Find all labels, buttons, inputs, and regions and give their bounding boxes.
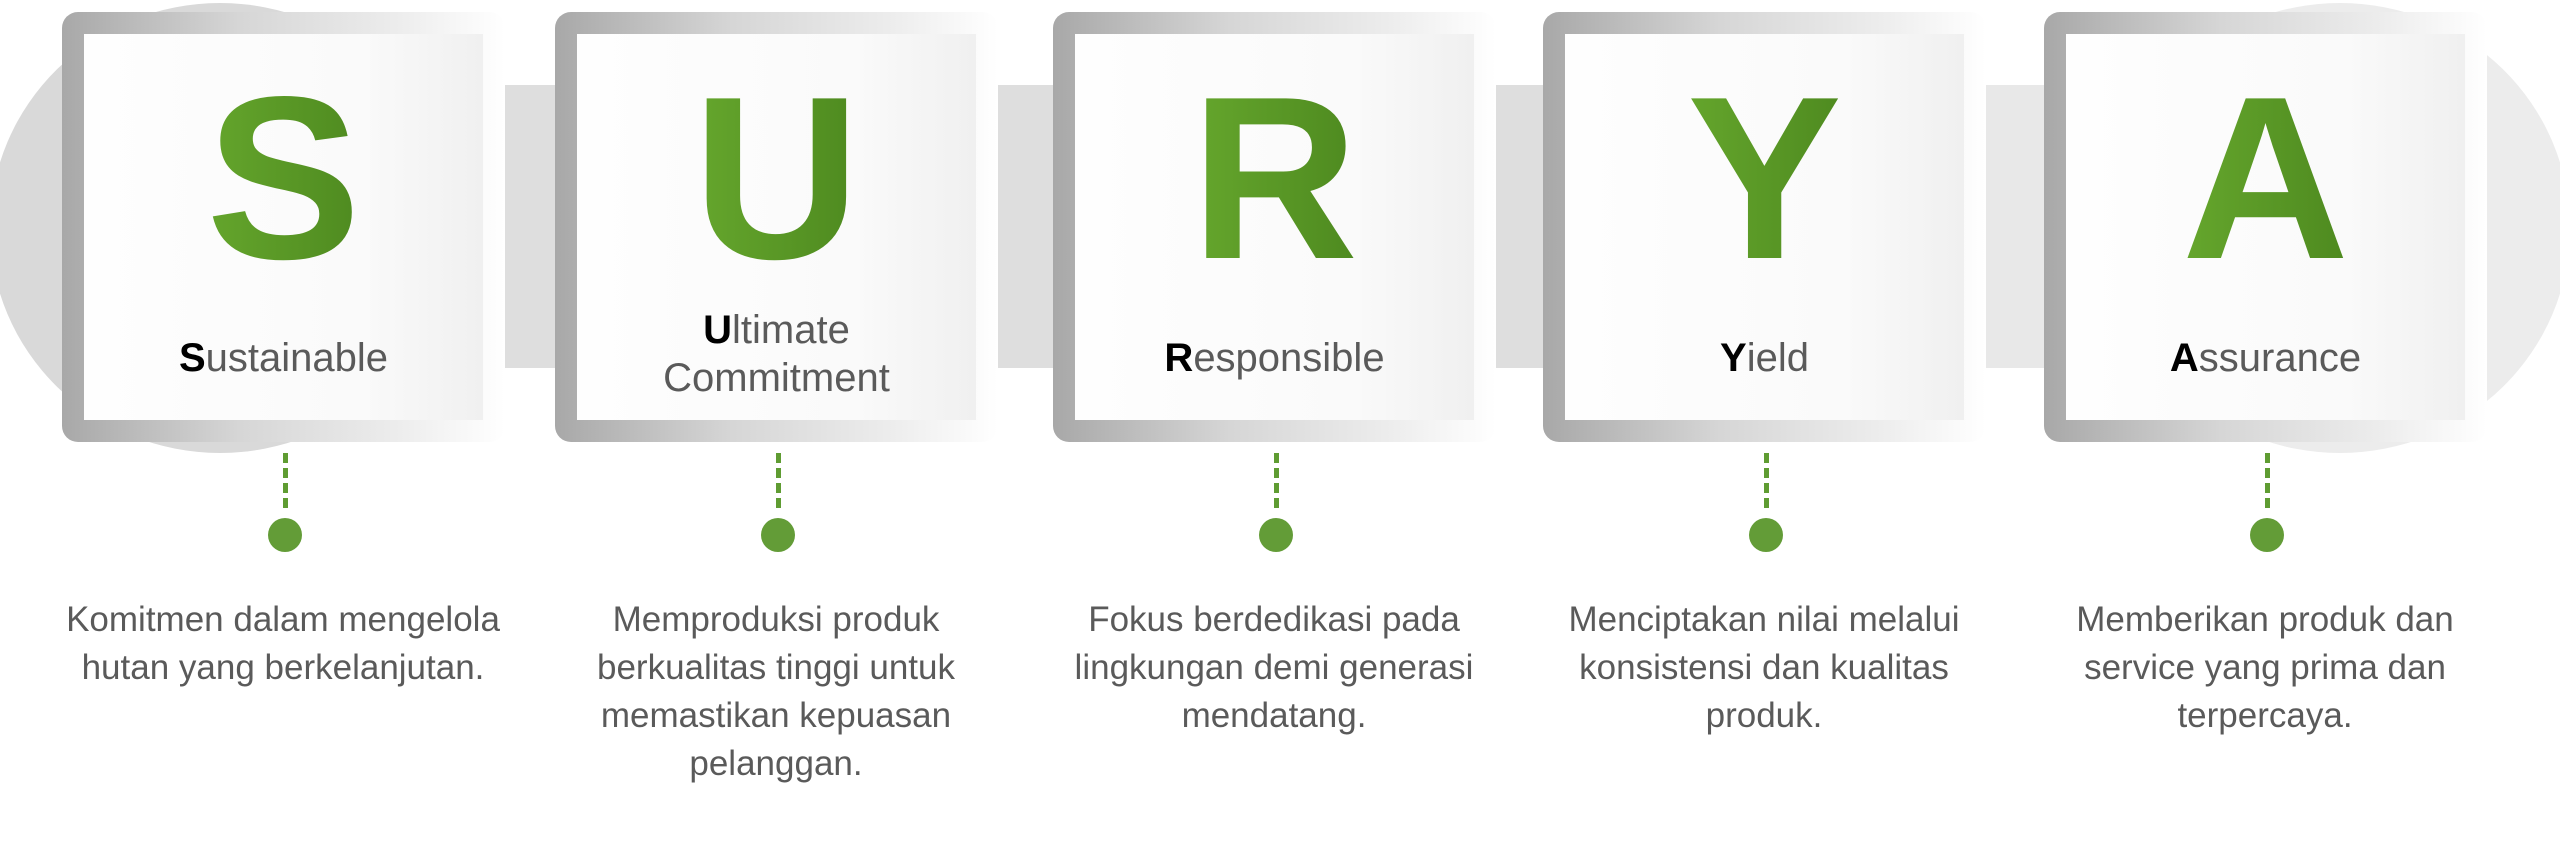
label-rest: esponsible	[1193, 336, 1385, 380]
dashed-connector	[1764, 453, 1769, 508]
dashed-connector	[2265, 453, 2270, 508]
card-inner: A Assurance	[2066, 34, 2465, 420]
timeline-dot	[1749, 518, 1783, 552]
label-rest: ustainable	[205, 336, 389, 380]
label-rest: ield	[1746, 336, 1809, 380]
label-initial: Y	[1720, 336, 1747, 380]
card-label: Assurance	[2066, 334, 2465, 382]
dashed-connector	[1274, 453, 1279, 508]
description: Komitmen dalam mengelola hutan yang berk…	[66, 600, 500, 687]
card-u: U Ultimate Commitment	[555, 12, 998, 442]
timeline-dot	[268, 518, 302, 552]
label-initial: U	[703, 308, 733, 352]
card-inner: R Responsible	[1075, 34, 1474, 420]
big-letter: S	[84, 63, 483, 295]
timeline-dot	[1259, 518, 1293, 552]
big-letter: Y	[1565, 63, 1964, 295]
card-inner: U Ultimate Commitment	[577, 34, 976, 420]
description: Menciptakan nilai melalui konsistensi da…	[1568, 600, 1960, 735]
description: Fokus berdedikasi pada lingkungan demi g…	[1074, 600, 1474, 735]
card-r: R Responsible	[1053, 12, 1496, 442]
card-label: Sustainable	[84, 334, 483, 382]
card-y: Y Yield	[1543, 12, 1986, 442]
big-letter: U	[577, 63, 976, 295]
card-a: A Assurance	[2044, 12, 2487, 442]
description: Memberikan produk dan service yang prima…	[2076, 600, 2454, 735]
label-rest: ltimate Commitment	[663, 308, 890, 400]
timeline-dot	[2250, 518, 2284, 552]
card-s: S Sustainable	[62, 12, 505, 442]
card-inner: Y Yield	[1565, 34, 1964, 420]
label-initial: R	[1164, 336, 1194, 380]
label-initial: A	[2169, 336, 2199, 380]
card-label: Responsible	[1075, 334, 1474, 382]
connector-bar	[1985, 85, 2055, 368]
dashed-connector	[283, 453, 288, 508]
card-label: Ultimate Commitment	[577, 306, 976, 402]
dashed-connector	[776, 453, 781, 508]
description: Memproduksi produk berkualitas tinggi un…	[597, 600, 955, 783]
label-initial: S	[178, 336, 206, 380]
big-letter: R	[1075, 63, 1474, 295]
label-rest: ssurance	[2198, 336, 2362, 380]
card-label: Yield	[1565, 334, 1964, 382]
big-letter: A	[2066, 63, 2465, 295]
card-inner: S Sustainable	[84, 34, 483, 420]
timeline-dot	[761, 518, 795, 552]
